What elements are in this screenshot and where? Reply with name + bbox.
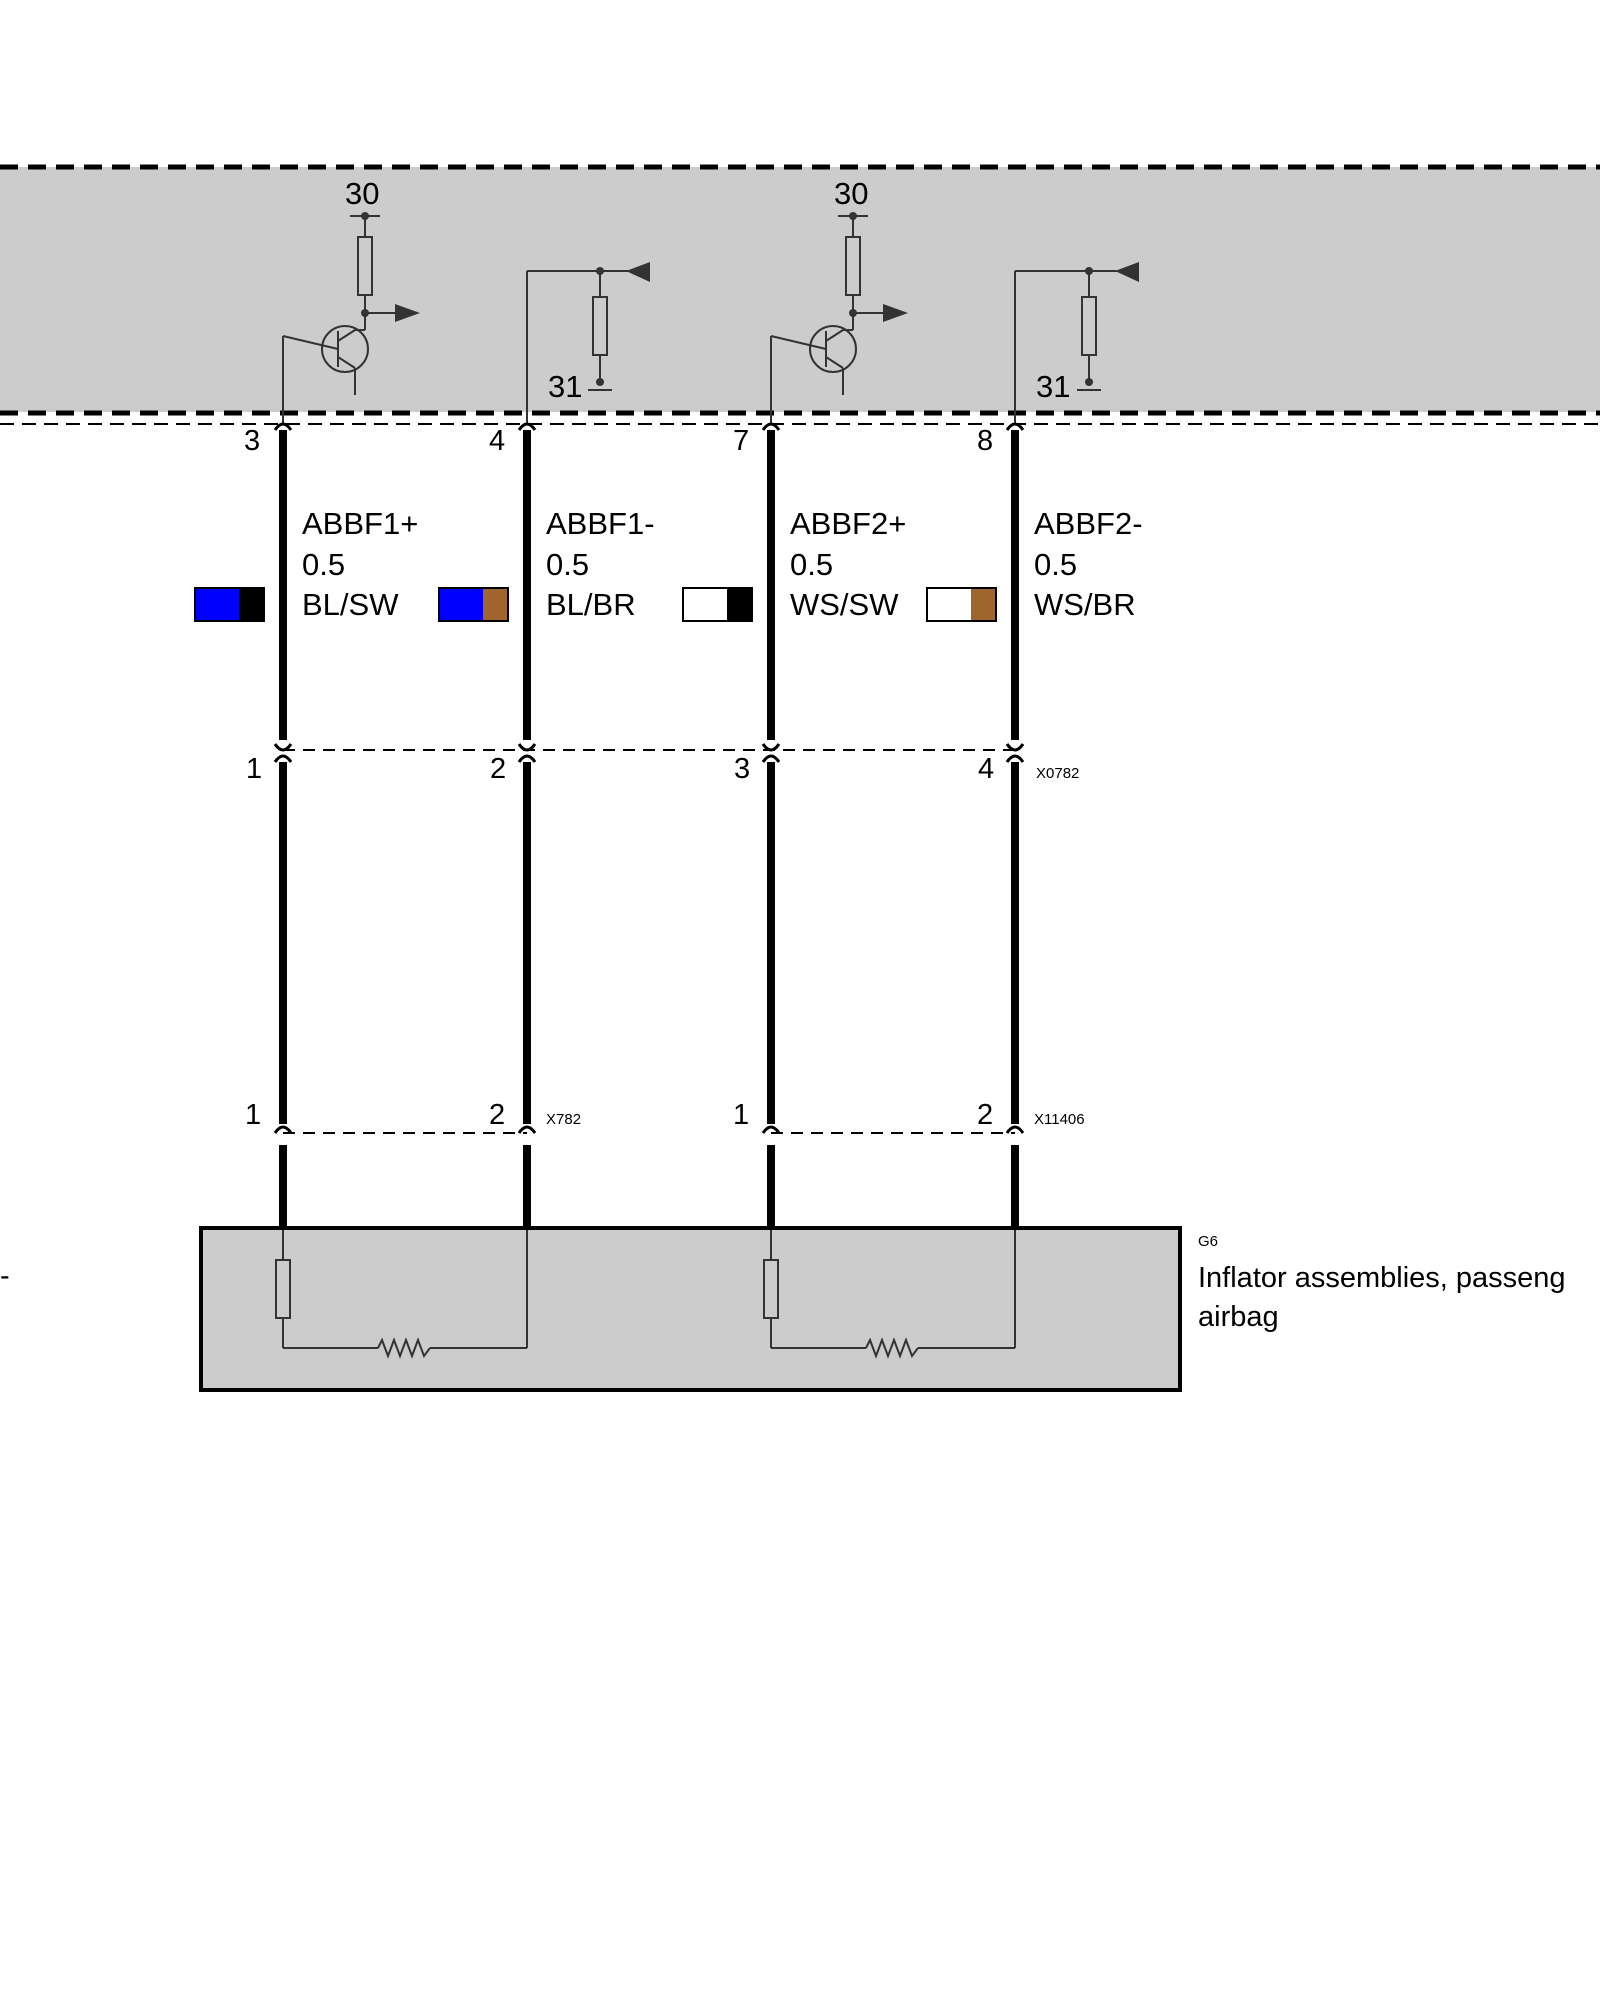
wire-color-swatch xyxy=(682,587,753,622)
pin-label-top: 3 xyxy=(244,425,260,457)
component-name-line1: Inflator assemblies, passeng xyxy=(1198,1262,1566,1294)
component-g6-box xyxy=(199,1226,1182,1392)
supply-label-right: 30 xyxy=(834,176,868,211)
wire-color-swatch xyxy=(194,587,265,622)
node-dot xyxy=(849,309,857,317)
wire-size: 0.5 xyxy=(546,547,589,582)
wire-size: 0.5 xyxy=(1034,547,1077,582)
ground-resistor-left xyxy=(526,270,612,425)
component-name-line2: airbag xyxy=(1198,1301,1279,1333)
arrow-right-icon xyxy=(395,304,420,322)
transistor-driver-left xyxy=(282,216,395,425)
wire-name: ABBF2+ xyxy=(790,506,906,541)
wire-name: ABBF1- xyxy=(546,506,655,541)
wire-color-swatch xyxy=(926,587,997,622)
wire-segment-lower xyxy=(279,1145,1019,1228)
wire-color-code: BL/SW xyxy=(302,587,399,622)
ground-label-right: 31 xyxy=(1036,369,1070,404)
arrow-left-icon xyxy=(1115,262,1139,282)
ground-terminal-left xyxy=(596,378,604,386)
pin-label-x782: 1 xyxy=(245,1099,261,1131)
pin-label-x11406: 2 xyxy=(977,1099,993,1131)
node-dot xyxy=(1085,267,1093,275)
component-id: G6 xyxy=(1198,1233,1218,1250)
pin-caps-top xyxy=(273,422,1025,431)
wire-color-swatch xyxy=(438,587,509,622)
arrow-left-icon xyxy=(626,262,650,282)
pin-label-top: 4 xyxy=(489,425,505,457)
pin-label-x0782: 3 xyxy=(734,753,750,785)
connector-id-x11406: X11406 xyxy=(1034,1111,1085,1128)
wire-segment-upper xyxy=(279,430,1019,740)
wire-color-code: BL/BR xyxy=(546,587,636,622)
pin-label-x0782: 4 xyxy=(978,753,994,785)
transistor-driver-right xyxy=(770,216,883,425)
igniter-circuit-left xyxy=(275,1230,528,1359)
connector-x0782-pins xyxy=(273,743,1025,763)
ground-terminal-right xyxy=(1085,378,1093,386)
edge-mark: - xyxy=(0,1260,10,1292)
igniter-circuit-right xyxy=(763,1230,1016,1359)
ground-label-left: 31 xyxy=(548,369,582,404)
wire-size: 0.5 xyxy=(790,547,833,582)
connector-id-x782: X782 xyxy=(546,1111,581,1128)
supply-label-left: 30 xyxy=(345,176,379,211)
pin-label-top: 8 xyxy=(977,425,993,457)
wire-size: 0.5 xyxy=(302,547,345,582)
wire-color-code: WS/BR xyxy=(1034,587,1136,622)
node-dot xyxy=(596,267,604,275)
pin-label-x0782: 1 xyxy=(246,753,262,785)
connector-id-x0782: X0782 xyxy=(1036,765,1079,782)
control-unit-box xyxy=(0,167,1600,412)
node-dot xyxy=(361,309,369,317)
pin-label-x0782: 2 xyxy=(490,753,506,785)
pin-label-x11406: 1 xyxy=(733,1099,749,1131)
connector-lower-pins xyxy=(273,1125,1025,1134)
wire-name: ABBF2- xyxy=(1034,506,1143,541)
wire-color-code: WS/SW xyxy=(790,587,899,622)
wire-segment-middle xyxy=(279,762,1019,1124)
ground-resistor-right xyxy=(1014,270,1101,425)
arrow-right-icon xyxy=(883,304,908,322)
pin-label-top: 7 xyxy=(733,425,749,457)
wire-name: ABBF1+ xyxy=(302,506,418,541)
pin-label-x782: 2 xyxy=(489,1099,505,1131)
